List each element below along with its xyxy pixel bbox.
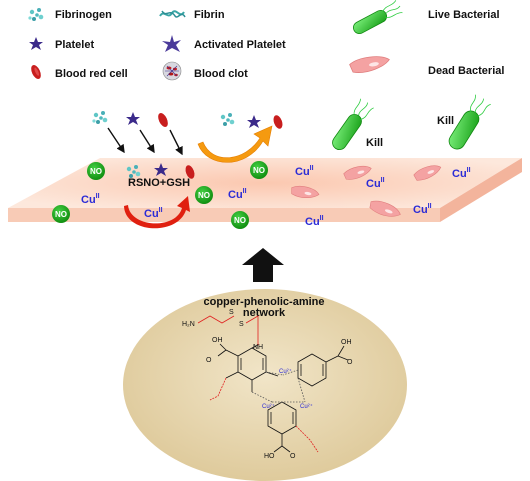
live-bacterial-cell — [332, 98, 374, 151]
dead-bacterial-cell — [413, 165, 442, 181]
chemical-structure — [197, 315, 349, 453]
chemical-labels: H₂N S S NH OH O OH O HO O Cu²⁺ Cu²⁺ Cu²⁺ — [182, 309, 353, 460]
sulfur-label-1: S — [229, 309, 234, 316]
kill-label: Kill — [366, 137, 383, 149]
cu-label: CuII — [452, 167, 471, 180]
o-label-1: O — [206, 357, 212, 364]
platelet-icon — [29, 37, 43, 50]
cu-ion-label: Cu²⁺ — [262, 403, 275, 410]
legend-fibrinogen: Fibrinogen — [55, 9, 112, 21]
cu-label: CuII — [413, 203, 432, 216]
legend-blood-clot: Blood clot — [194, 68, 248, 80]
cu-label: CuII — [305, 215, 324, 228]
cu-labels: CuII CuII CuII CuII CuII CuII CuII — [81, 165, 471, 228]
incoming-platelet — [126, 112, 140, 125]
dead-bacteria-group — [291, 165, 442, 217]
svg-text:NO: NO — [198, 191, 210, 200]
cu-label: CuII — [295, 165, 314, 178]
amine-label: H₂N — [182, 321, 195, 328]
legend-activated-platelet: Activated Platelet — [194, 39, 286, 51]
fibrin-icon — [159, 10, 186, 18]
network-background — [123, 289, 407, 481]
live-bacterial-cell — [448, 94, 491, 150]
cu-label: CuII — [366, 177, 385, 190]
repelled-fibrinogen — [220, 113, 235, 126]
legend-platelet: Platelet — [55, 39, 94, 51]
surface-fibrinogen — [126, 165, 141, 178]
dead-bacterial-icon — [349, 56, 390, 73]
network-title-line2: network — [243, 307, 286, 319]
dead-bacterial-cell — [369, 200, 401, 217]
no-bubble: NO — [52, 205, 70, 223]
oh-label-1: OH — [212, 337, 223, 344]
cu-label: CuII — [228, 188, 247, 201]
red-cell-icon — [31, 64, 41, 80]
repelled-red-cell — [273, 115, 283, 129]
live-bacterial-icon — [353, 0, 403, 35]
nh-label: NH — [253, 344, 263, 351]
kill-label: Kill — [437, 115, 454, 127]
legend: Fibrinogen Platelet Blood red cell Fibri… — [28, 0, 504, 81]
up-arrow — [242, 248, 284, 282]
o-label-2: O — [347, 359, 353, 366]
no-bubbles: NO NO NO NO NO — [52, 161, 268, 229]
ho-label: HO — [264, 453, 275, 460]
svg-text:NO: NO — [234, 216, 246, 225]
svg-text:NO: NO — [55, 210, 67, 219]
incoming-fibrinogen — [92, 111, 108, 124]
surface-red-cell — [185, 165, 195, 179]
incoming-red-cell — [158, 112, 168, 128]
legend-blood-red-cell: Blood red cell — [55, 68, 128, 80]
reaction-cu-label: CuII — [144, 207, 163, 220]
arrow-platelet — [139, 129, 155, 154]
network-title-line1: copper-phenolic-amine — [203, 296, 324, 308]
no-bubble: NO — [231, 211, 249, 229]
material-surface — [8, 158, 522, 222]
cu-label: CuII — [81, 193, 100, 206]
dead-bacterial-cell — [343, 165, 372, 180]
o-label-3: O — [290, 453, 296, 460]
fibrinogen-icon — [28, 8, 44, 21]
catalytic-cycle-arrow — [124, 196, 190, 229]
oh-label-2: OH — [341, 339, 352, 346]
svg-text:NO: NO — [253, 166, 265, 175]
legend-dead-bacterial: Dead Bacterial — [428, 65, 504, 77]
repelled-platelet — [247, 115, 261, 128]
sulfur-label-2: S — [239, 321, 244, 328]
legend-live-bacterial: Live Bacterial — [428, 9, 500, 21]
arrow-fibrinogen — [107, 127, 125, 154]
no-bubble: NO — [87, 162, 105, 180]
blood-clot-icon — [162, 61, 182, 81]
cu-ion-label: Cu²⁺ — [279, 368, 292, 375]
orange-rebound-arrow — [197, 125, 273, 163]
legend-fibrin: Fibrin — [194, 9, 225, 21]
dead-bacterial-cell — [291, 185, 320, 199]
activated-platelet-icon — [162, 35, 181, 52]
no-bubble: NO — [250, 161, 268, 179]
arrow-red-cell — [169, 129, 183, 156]
surface-platelet — [154, 163, 168, 176]
reaction-label: RSNO+GSH — [128, 177, 190, 189]
cu-ion-label: Cu²⁺ — [300, 403, 313, 410]
svg-text:NO: NO — [90, 167, 102, 176]
no-bubble: NO — [195, 186, 213, 204]
